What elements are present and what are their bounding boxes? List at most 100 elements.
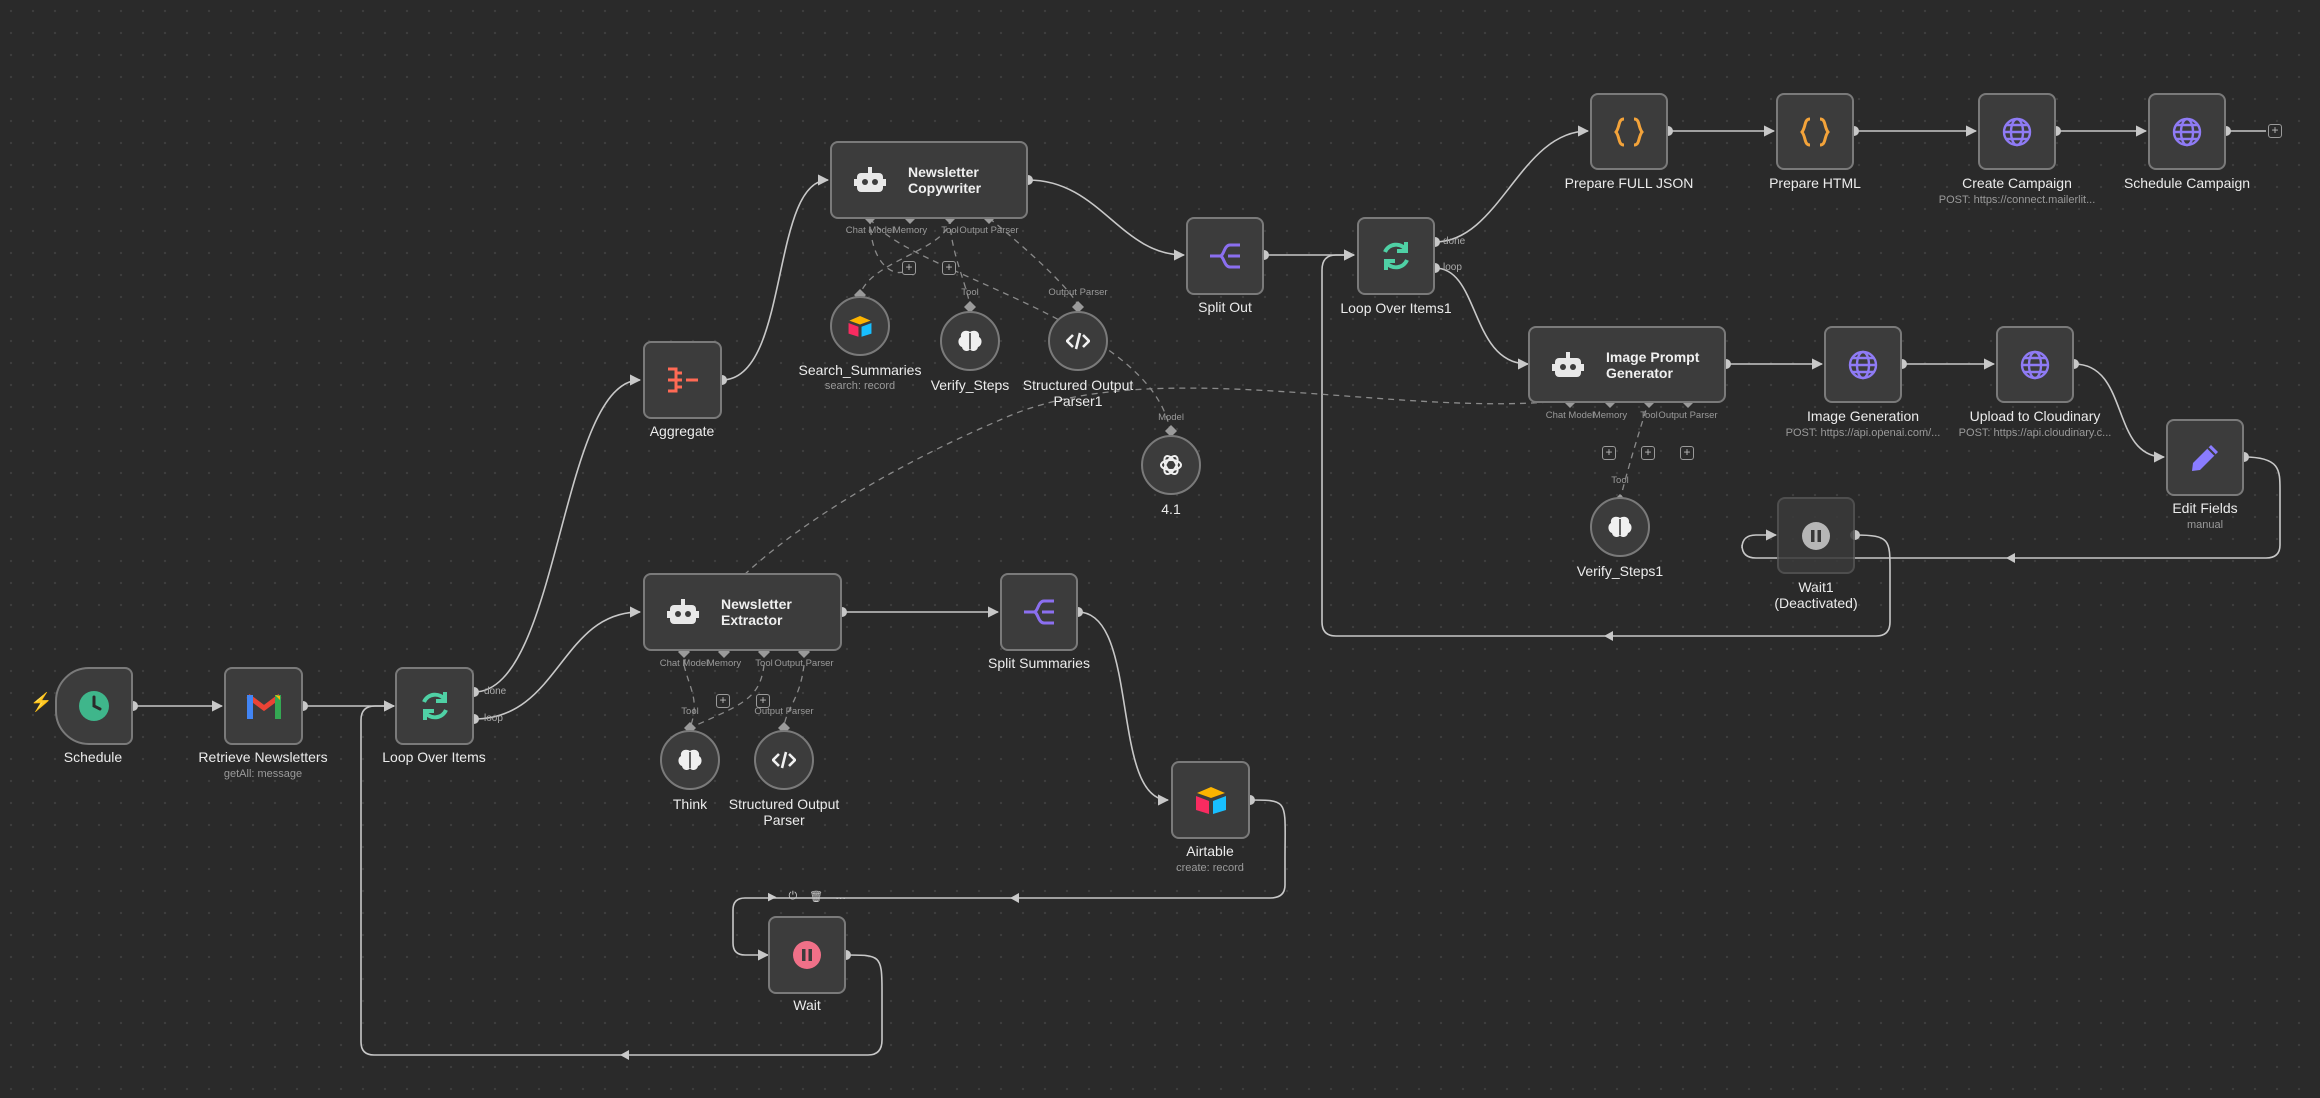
- edit-fields-label: Edit Fields: [2172, 500, 2238, 516]
- prepare-html-label: Prepare HTML: [1769, 175, 1861, 191]
- add-tool-button[interactable]: +: [942, 261, 956, 275]
- image-generation-node[interactable]: [1824, 326, 1902, 403]
- add-node-button[interactable]: +: [2268, 124, 2282, 138]
- structured-output-parser-node[interactable]: [754, 730, 814, 790]
- add-memory-button[interactable]: +: [902, 261, 916, 275]
- add-tool-button[interactable]: +: [1641, 446, 1655, 460]
- wire-split-airtable: [1077, 611, 1170, 806]
- extractor-port-output-parser: Output Parser: [774, 658, 834, 669]
- airtable-icon: [1194, 785, 1228, 815]
- image-generation-label: Image Generation: [1806, 408, 1920, 424]
- edit-fields-node[interactable]: [2166, 419, 2244, 496]
- code-icon: [772, 750, 796, 770]
- schedule-campaign-label: Schedule Campaign: [2123, 175, 2251, 191]
- power-icon[interactable]: ⏻: [788, 890, 798, 902]
- newsletter-extractor-title: Newsletter Extractor: [721, 596, 792, 628]
- structured-output-parser-label: Structured Output Parser: [728, 796, 840, 828]
- prompt-port-memory: Memory: [1592, 410, 1628, 421]
- loop2-done-port: done: [1443, 236, 1466, 247]
- loop-loop-port: loop: [484, 713, 503, 724]
- prepare-html-node[interactable]: [1776, 93, 1854, 170]
- copywriter-port-output-parser: Output Parser: [959, 225, 1019, 236]
- pause-icon: [792, 940, 822, 970]
- wire-aggregate-copywriter: [721, 174, 830, 381]
- openai-model-node[interactable]: [1141, 435, 1201, 495]
- model-port-label: Model: [1158, 412, 1184, 423]
- loop-over-items1-node[interactable]: [1357, 217, 1435, 295]
- retrieve-newsletters-label: Retrieve Newsletters: [198, 749, 328, 765]
- more-icon[interactable]: …: [835, 890, 847, 902]
- think-label: Think: [672, 796, 708, 812]
- loop-done-port: done: [484, 686, 507, 697]
- schedule-campaign-node[interactable]: [2148, 93, 2226, 170]
- aggregate-node[interactable]: [643, 341, 722, 419]
- add-output-parser-button[interactable]: +: [1680, 446, 1694, 460]
- wire-loop2-imageprompt: [1434, 267, 1530, 370]
- code-icon: [1066, 331, 1090, 351]
- structured-output-parser1-node[interactable]: [1048, 311, 1108, 371]
- trash-icon[interactable]: 🗑: [809, 891, 824, 903]
- newsletter-copywriter-node[interactable]: Newsletter Copywriter: [830, 141, 1028, 219]
- robot-icon: [854, 166, 886, 194]
- add-tool-button[interactable]: +: [756, 694, 770, 708]
- split-out-label: Split Out: [1198, 299, 1252, 315]
- structured-output-parser1-label: Structured Output Parser1: [1022, 377, 1134, 409]
- play-icon[interactable]: ▶: [768, 891, 777, 903]
- refresh-icon: [1378, 238, 1414, 274]
- wire-loop-aggregate: [473, 374, 642, 693]
- schedule-node[interactable]: [55, 667, 133, 745]
- split-icon: [1022, 597, 1056, 627]
- search-summaries-node[interactable]: [830, 296, 890, 356]
- image-generation-sub: POST: https://api.openai.com/...: [1785, 427, 1941, 439]
- loop-over-items1-label: Loop Over Items1: [1340, 300, 1452, 316]
- trigger-bolt-icon: ⚡: [30, 692, 53, 712]
- newsletter-extractor-node[interactable]: Newsletter Extractor: [643, 573, 842, 651]
- split-out-node[interactable]: [1186, 217, 1264, 295]
- verify-steps-node[interactable]: [940, 311, 1000, 371]
- globe-icon: [2171, 116, 2203, 148]
- create-campaign-node[interactable]: [1978, 93, 2056, 170]
- split-summaries-node[interactable]: [1000, 573, 1078, 651]
- prompt-port-output-parser: Output Parser: [1658, 410, 1718, 421]
- add-memory-button[interactable]: +: [716, 694, 730, 708]
- globe-icon: [2001, 116, 2033, 148]
- wire-upload-edit: [2073, 363, 2166, 463]
- wait1-node[interactable]: [1777, 497, 1855, 574]
- image-prompt-generator-node[interactable]: Image Prompt Generator: [1528, 326, 1726, 403]
- brain-icon: [677, 748, 703, 772]
- add-memory-button[interactable]: +: [1602, 446, 1616, 460]
- pause-icon: [1801, 521, 1831, 551]
- brain-icon: [1607, 515, 1633, 539]
- sop-port-label: Output Parser: [754, 706, 814, 717]
- wire-loop2-preparejson: [1434, 125, 1590, 243]
- extractor-port-memory: Memory: [706, 658, 742, 669]
- upload-cloudinary-label: Upload to Cloudinary: [1969, 408, 2101, 424]
- retrieve-newsletters-node[interactable]: [224, 667, 303, 745]
- extractor-port-tool: Tool: [755, 658, 773, 669]
- aggregate-icon: [666, 365, 700, 395]
- create-campaign-label: Create Campaign: [1962, 175, 2072, 191]
- loop-over-items-label: Loop Over Items: [382, 749, 486, 765]
- airtable-node[interactable]: [1171, 761, 1250, 839]
- verify-steps1-label: Verify_Steps1: [1576, 563, 1664, 579]
- upload-cloudinary-sub: POST: https://api.cloudinary.c...: [1958, 427, 2112, 439]
- loop-over-items-node[interactable]: [395, 667, 474, 745]
- pencil-icon: [2189, 442, 2221, 474]
- verify-port-label: Tool: [961, 287, 979, 298]
- prepare-full-json-node[interactable]: [1590, 93, 1668, 170]
- verify-steps1-node[interactable]: [1590, 497, 1650, 557]
- think-node[interactable]: [660, 730, 720, 790]
- clock-icon: [77, 689, 111, 723]
- openai-model-label: 4.1: [1161, 501, 1181, 517]
- search-summaries-sub: search: record: [824, 380, 896, 392]
- split-icon: [1208, 241, 1242, 271]
- airtable-icon: [847, 314, 873, 338]
- airtable-label: Airtable: [1186, 843, 1234, 859]
- upload-cloudinary-node[interactable]: [1996, 326, 2074, 403]
- wait-node[interactable]: [768, 916, 846, 994]
- prompt-port-chat-model: Chat Model: [1545, 410, 1595, 421]
- create-campaign-sub: POST: https://connect.mailerlit...: [1938, 194, 2096, 206]
- think-port-label: Tool: [681, 706, 699, 717]
- openai-icon: [1158, 452, 1184, 478]
